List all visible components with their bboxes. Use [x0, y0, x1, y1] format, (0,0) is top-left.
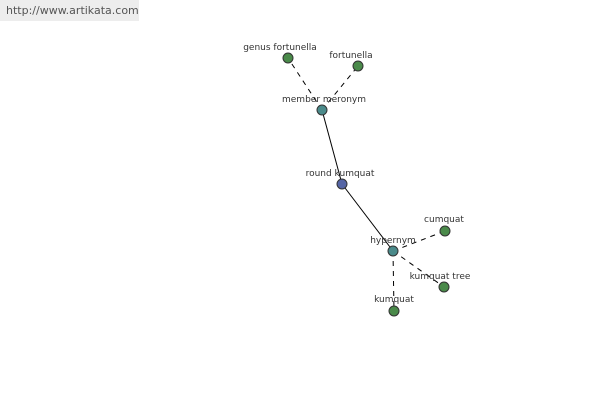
node-hypernym[interactable]: hypernym	[370, 236, 416, 257]
edge-round-kumquat-to-member-meronym	[321, 109, 343, 185]
node-label-member-meronym[interactable]: member meronym	[282, 95, 366, 105]
edge-hypernym-to-kumquat	[392, 250, 395, 312]
node-circle-cumquat[interactable]	[439, 225, 451, 237]
node-label-hypernym[interactable]: hypernym	[370, 236, 416, 246]
nodes-layer: round kumquat member meronym hypernym genus…	[243, 43, 471, 317]
node-kumquat-tree[interactable]: kumquat tree	[410, 272, 471, 293]
node-kumquat[interactable]: kumquat	[374, 295, 414, 317]
node-label-genus-fortunella[interactable]: genus fortunella	[243, 43, 317, 53]
node-circle-genus-fortunella[interactable]	[282, 52, 294, 64]
node-label-cumquat[interactable]: cumquat	[424, 215, 464, 225]
node-circle-kumquat[interactable]	[388, 305, 400, 317]
edges-layer	[287, 57, 446, 312]
edge-member-meronym-to-genus-fortunella	[287, 57, 323, 111]
source-url-banner[interactable]: http://www.artikata.com	[0, 0, 139, 21]
node-circle-round-kumquat[interactable]	[336, 178, 348, 190]
node-member-meronym[interactable]: member meronym	[282, 95, 366, 116]
node-circle-kumquat-tree[interactable]	[438, 281, 450, 293]
node-fortunella[interactable]: fortunella	[329, 51, 373, 72]
node-label-round-kumquat[interactable]: round kumquat	[306, 169, 375, 179]
node-circle-fortunella[interactable]	[352, 60, 364, 72]
node-cumquat[interactable]: cumquat	[424, 215, 464, 237]
edge-round-kumquat-to-hypernym	[341, 183, 394, 252]
node-label-fortunella[interactable]: fortunella	[329, 51, 372, 61]
edge-hypernym-to-kumquat-tree	[392, 250, 445, 288]
node-label-kumquat[interactable]: kumquat	[374, 295, 414, 305]
node-round-kumquat[interactable]: round kumquat	[306, 169, 375, 190]
node-genus-fortunella[interactable]: genus fortunella	[243, 43, 317, 64]
node-label-kumquat-tree[interactable]: kumquat tree	[410, 272, 471, 282]
node-circle-member-meronym[interactable]	[316, 104, 328, 116]
node-circle-hypernym[interactable]	[387, 245, 399, 257]
